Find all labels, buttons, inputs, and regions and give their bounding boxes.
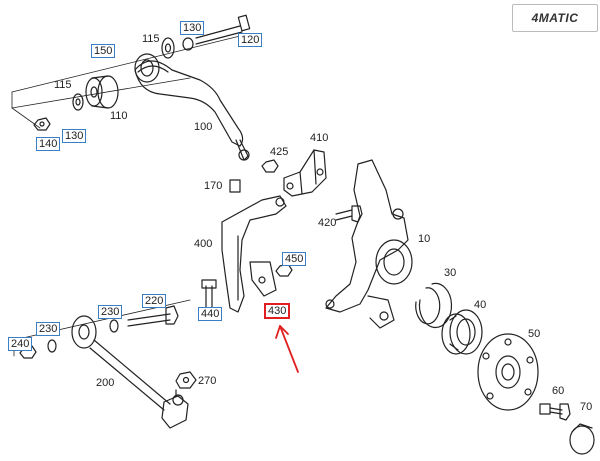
bracket-400-icon [221,195,287,313]
part-label-220: 220 [142,294,167,308]
hub-cap-icon [569,423,595,455]
bushing-110-icon [85,75,119,109]
tie-rod-200-icon [71,315,189,429]
part-label-450: 450 [282,252,307,266]
washer-115-icon [72,37,194,111]
part-label-440: 440 [198,307,223,321]
part-label-230: 230 [36,322,61,336]
part-label-150: 150 [91,44,116,58]
red-arrow-icon [275,325,299,373]
part-label-100: 100 [194,121,213,133]
steering-knuckle-icon [325,159,413,329]
part-label-130: 130 [180,21,205,35]
nut-270-icon [175,371,197,389]
part-label-420: 420 [318,217,337,229]
part-label-60: 60 [552,385,565,397]
part-label-50: 50 [528,328,541,340]
part-label-30: 30 [444,267,457,279]
part-label-115: 115 [54,79,72,91]
part-label-270: 270 [198,375,217,387]
part-label-115: 115 [142,33,160,45]
part-label-140: 140 [36,137,61,151]
part-label-240: 240 [8,337,33,351]
part-label-120: 120 [238,33,263,47]
part-label-430: 430 [264,303,291,319]
hub-bolt-icon [539,403,571,421]
wheel-bearing-icon [441,309,483,355]
bracket-410-icon [261,149,327,197]
wheel-hub-icon [477,333,539,411]
bolt-440-icon [201,279,217,311]
part-label-70: 70 [580,401,593,413]
bolt-420-icon [335,205,363,223]
part-label-230: 230 [98,305,123,319]
brand-badge: 4MATIC [512,4,598,32]
part-label-410: 410 [310,132,329,144]
bolt-120-icon [195,14,251,45]
nut-140-icon [33,117,51,131]
part-label-130: 130 [62,129,87,143]
part-label-170: 170 [204,180,223,192]
part-label-40: 40 [474,299,487,311]
part-label-400: 400 [194,238,213,250]
circlip-30-icon [415,282,453,328]
part-label-10: 10 [418,233,431,245]
part-label-425: 425 [270,146,289,158]
bracket-lines-upper [11,35,241,129]
stop-170-icon [229,179,241,193]
part-label-200: 200 [96,377,115,389]
part-label-110: 110 [110,110,128,122]
upper-control-arm-icon [134,53,250,161]
